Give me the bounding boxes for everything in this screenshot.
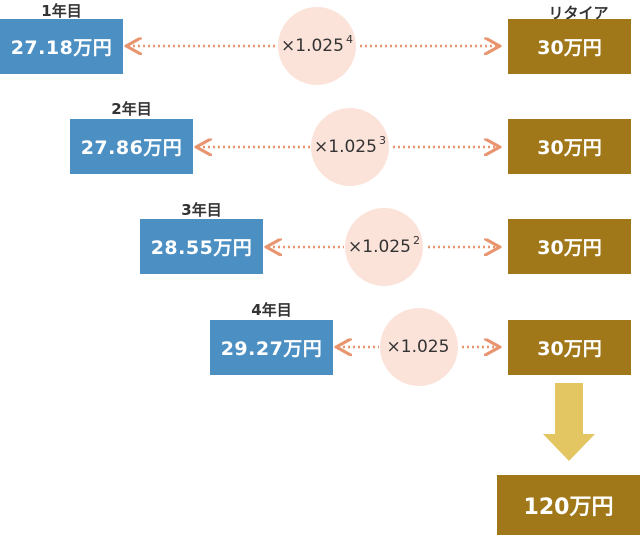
retire-label: リタイア bbox=[548, 4, 609, 22]
retire-value-box-4: 30万円 bbox=[508, 320, 631, 375]
present-value-box-2: 27.86万円 bbox=[70, 119, 193, 174]
multiplier-text-2: ×1.025 bbox=[314, 137, 377, 157]
year-label-3: 3年目 bbox=[181, 201, 222, 219]
present-value-box-4: 29.27万円 bbox=[210, 320, 333, 375]
year-label-1: 1年目 bbox=[41, 2, 82, 20]
retire-value-box-3: 30万円 bbox=[508, 219, 631, 274]
present-value-box-1: 27.18万円 bbox=[0, 19, 123, 74]
multiplier-exponent-1: 4 bbox=[345, 32, 353, 46]
present-value-box-3: 28.55万円 bbox=[140, 219, 263, 274]
multiplier-text-1: ×1.025 bbox=[281, 36, 344, 56]
year-label-2: 2年目 bbox=[111, 100, 152, 118]
retire-value-box-1: 30万円 bbox=[508, 19, 631, 74]
year-label-4: 4年目 bbox=[251, 301, 292, 319]
multiplier-circle-4: ×1.025 bbox=[380, 308, 458, 386]
multiplier-text-3: ×1.025 bbox=[348, 237, 411, 257]
sum-down-arrow bbox=[543, 383, 595, 461]
multiplier-exponent-2: 3 bbox=[378, 133, 386, 147]
retire-value-box-2: 30万円 bbox=[508, 119, 631, 174]
multiplier-exponent-3: 2 bbox=[412, 233, 420, 247]
multiplier-text-4: ×1.025 bbox=[386, 337, 450, 357]
total-box: 120万円 bbox=[497, 475, 640, 535]
